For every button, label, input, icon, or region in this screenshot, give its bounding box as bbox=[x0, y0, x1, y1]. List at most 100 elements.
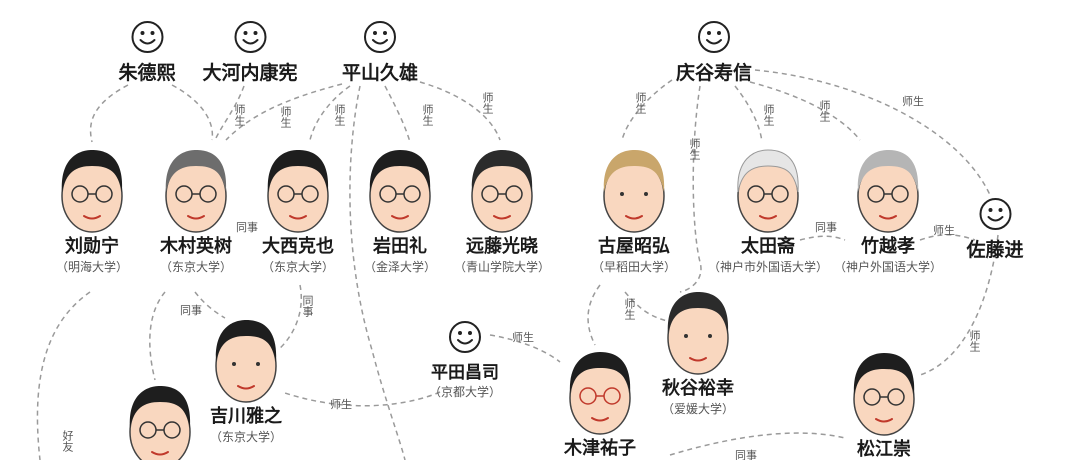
portrait-kizu bbox=[569, 352, 631, 435]
node-iwata: 岩田礼 （金泽大学） bbox=[360, 142, 440, 276]
portrait-takekoshi bbox=[857, 150, 919, 233]
node-furuya: 古屋昭弘 （早稻田大学） bbox=[592, 142, 676, 276]
link-hirayama-endo bbox=[419, 81, 501, 141]
node-name: 佐藤进 bbox=[966, 239, 1024, 261]
person-affiliation: （青山学院大学） bbox=[453, 260, 551, 274]
rel-label: 师生 bbox=[688, 138, 701, 160]
node-ota: 太田斋 （神户市外国语大学） bbox=[708, 142, 828, 276]
person-affiliation: （东京大学） bbox=[261, 260, 334, 274]
link-hirata-yoshikawa bbox=[281, 391, 441, 407]
rel-label: 师生 bbox=[333, 104, 346, 126]
smiley-icon bbox=[697, 21, 730, 53]
node-liu: 刘勋宁 （明海大学） bbox=[52, 142, 132, 276]
node-akitani: 秋谷裕幸 （爱媛大学） bbox=[658, 284, 738, 418]
rel-label: 师生 bbox=[968, 330, 981, 352]
link-zhu-kimura bbox=[171, 84, 214, 141]
node-name: 平山久雄 bbox=[341, 62, 419, 84]
person-name: 木津祐子 bbox=[564, 438, 636, 459]
node-okochi: 大河内康宪 bbox=[202, 20, 298, 85]
smiley-icon bbox=[978, 198, 1011, 230]
portrait-matsue bbox=[853, 353, 915, 436]
link-keiya-ota bbox=[734, 85, 763, 143]
link-keiya-sato bbox=[754, 69, 991, 196]
person-name: 秋谷裕幸 bbox=[662, 378, 734, 399]
portrait-furuya bbox=[603, 150, 665, 233]
smiley-icon bbox=[130, 21, 163, 53]
node-name: 平田昌司 bbox=[430, 363, 499, 383]
node-hirayama: 平山久雄 bbox=[342, 20, 418, 85]
smiley-icon bbox=[233, 21, 266, 53]
node-takekoshi: 竹越孝 （神户外国语大学） bbox=[834, 142, 942, 276]
link-ota-takekoshi bbox=[799, 235, 846, 241]
rel-label: 师生 bbox=[279, 106, 292, 128]
node-keiya: 庆谷寿信 bbox=[676, 20, 752, 85]
person-name: 远藤光晓 bbox=[465, 236, 538, 257]
person-affiliation: （明海大学） bbox=[55, 260, 128, 274]
person-affiliation: （爱媛大学） bbox=[661, 402, 734, 416]
portrait-bottom bbox=[129, 386, 191, 460]
link-okochi-kimura bbox=[214, 85, 245, 141]
person-affiliation: （东京大学） bbox=[209, 430, 282, 444]
node-endo: 远藤光晓 （青山学院大学） bbox=[454, 142, 550, 276]
person-affiliation: （早稻田大学） bbox=[591, 260, 677, 274]
person-name: 古屋昭弘 bbox=[597, 236, 670, 257]
person-name: 竹越孝 bbox=[860, 236, 915, 257]
link-sato-matsue bbox=[919, 234, 999, 376]
person-affiliation: （神户市外国语大学） bbox=[707, 260, 829, 274]
rel-label: 师生 bbox=[421, 104, 434, 126]
person-affiliation: （金泽大学） bbox=[363, 260, 436, 274]
person-affiliation: （东京大学） bbox=[159, 260, 232, 274]
person-name: 吉川雅之 bbox=[210, 406, 282, 427]
person-name: 岩田礼 bbox=[373, 236, 427, 257]
rel-label: 同事 bbox=[735, 449, 757, 460]
link-liu-friend bbox=[36, 291, 91, 460]
link-onishi-yoshikawa bbox=[277, 284, 302, 351]
link-takekoshi-sato bbox=[919, 234, 976, 241]
portrait-endo bbox=[471, 150, 533, 233]
portrait-iwata bbox=[369, 150, 431, 233]
rel-label: 师生 bbox=[933, 224, 955, 237]
node-affiliation: （京都大学） bbox=[428, 385, 502, 399]
smiley-icon bbox=[448, 321, 481, 353]
link-zhu-liu bbox=[89, 84, 129, 143]
node-name: 庆谷寿信 bbox=[675, 62, 753, 84]
link-hirayama-kimura bbox=[225, 83, 343, 141]
rel-label: 同事 bbox=[236, 221, 258, 234]
smiley-icon bbox=[363, 21, 396, 53]
person-name: 大西克也 bbox=[262, 236, 334, 257]
rel-label: 师生 bbox=[762, 104, 775, 126]
person-affiliation: （神户外国语大学） bbox=[833, 260, 943, 274]
rel-label: 师生 bbox=[512, 331, 534, 344]
node-hirata: 平田昌司 （京都大学） bbox=[429, 320, 501, 400]
portrait-liu bbox=[61, 150, 123, 233]
node-kimura: 木村英树 （东京大学） bbox=[156, 142, 236, 276]
link-kimura-liu-colleague bbox=[149, 291, 166, 381]
node-name: 朱德熙 bbox=[118, 62, 176, 84]
node-kizu: 木津祐子 bbox=[560, 344, 640, 460]
node-name: 大河内康宪 bbox=[202, 62, 298, 84]
portrait-onishi bbox=[267, 150, 329, 233]
rel-label: 同事 bbox=[815, 221, 837, 234]
rel-label: 师生 bbox=[818, 100, 831, 122]
link-keiya-furuya bbox=[621, 79, 673, 141]
link-kizu-matsue bbox=[669, 432, 846, 456]
node-yoshikawa: 吉川雅之 （东京大学） bbox=[206, 312, 286, 446]
link-furuya-akitani bbox=[624, 291, 673, 323]
rel-label: 师生 bbox=[623, 298, 636, 320]
portrait-kimura bbox=[165, 150, 227, 233]
node-sato: 佐藤进 bbox=[966, 197, 1024, 262]
link-kimura-yoshikawa bbox=[194, 291, 226, 319]
portrait-yoshikawa bbox=[215, 320, 277, 403]
rel-label: 师生 bbox=[902, 95, 924, 108]
node-zhu: 朱德熙 bbox=[118, 20, 176, 85]
rel-label: 同事 bbox=[301, 295, 314, 317]
portrait-ota bbox=[737, 149, 799, 233]
link-furuya-kizu bbox=[587, 284, 601, 346]
rel-label: 师生 bbox=[481, 92, 494, 114]
node-bottom bbox=[120, 378, 200, 460]
person-name: 刘勋宁 bbox=[65, 236, 119, 257]
node-onishi: 大西克也 （东京大学） bbox=[258, 142, 338, 276]
rel-label: 同事 bbox=[180, 304, 202, 317]
rel-label: 师生 bbox=[233, 104, 246, 126]
